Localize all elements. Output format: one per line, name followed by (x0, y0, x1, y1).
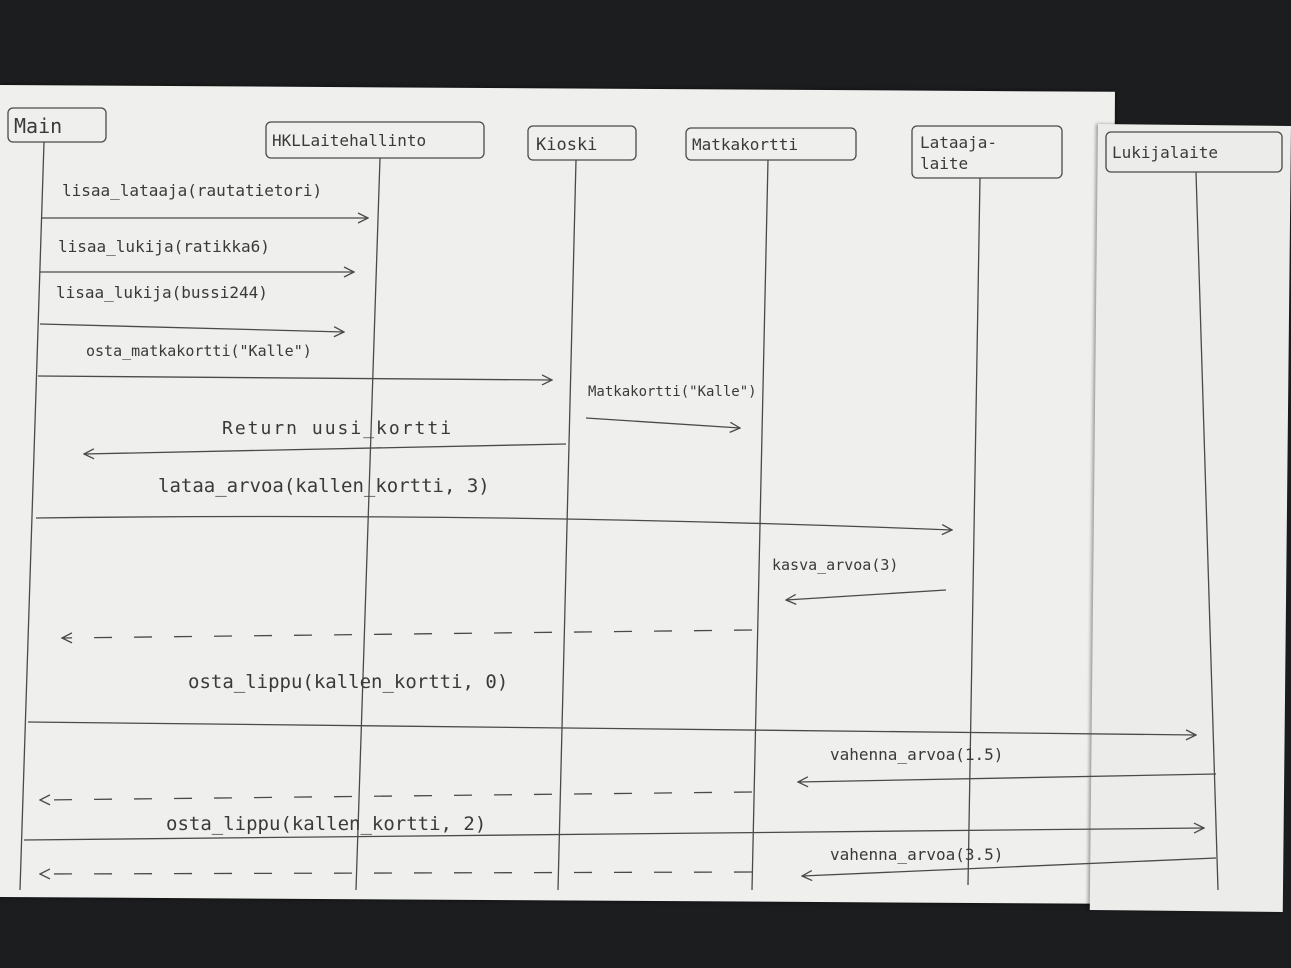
message-arrow (802, 857, 1217, 876)
lifelines (19, 141, 1219, 891)
participant-main: Main (7, 107, 107, 143)
message-label: lisaa_lukija(bussi244) (56, 283, 268, 302)
message-label: vahenna_arvoa(1.5) (830, 745, 1003, 764)
message-label: Matkakortti("Kalle") (588, 384, 757, 400)
lifeline-lataajalaite (967, 177, 981, 886)
message-label: lisaa_lataaja(rautatietori) (62, 181, 322, 200)
message-arrow (786, 589, 947, 600)
message-arrow (585, 417, 740, 428)
participant-label: HKLLaitehallinto (272, 131, 426, 150)
message-arrow (35, 515, 952, 531)
message-label: vahenna_arvoa(3.5) (830, 845, 1003, 864)
message-label: lisaa_lukija(ratikka6) (58, 237, 270, 256)
participant-label: Lataaja- laite (920, 133, 1007, 173)
participant-label: Main (14, 114, 62, 138)
participant-label: Matkakortti (692, 135, 798, 154)
return-arrow (84, 443, 567, 454)
message-arrow (23, 828, 1204, 841)
participant-kioski: Kioski (527, 125, 637, 161)
message-arrow (39, 323, 344, 332)
return-arrow-dashed (40, 791, 753, 800)
participant-label: Kioski (536, 135, 597, 155)
message-arrow (27, 721, 1196, 735)
lifeline-hkllaitehallinto (355, 157, 381, 891)
lifeline-matkakortti (751, 159, 769, 891)
lifeline-kioski (557, 159, 577, 891)
lifeline-lukijalaite (1195, 171, 1219, 891)
message-label: osta_lippu(kallen_kortti, 2) (166, 813, 486, 835)
message-arrow (37, 376, 552, 380)
message-label: Return uusi_kortti (222, 418, 453, 439)
return-arrow-dashed (62, 629, 753, 638)
message-arrow (798, 773, 1217, 782)
message-label: osta_lippu(kallen_kortti, 0) (188, 671, 508, 693)
participant-lukijalaite: Lukijalaite (1105, 131, 1283, 173)
participant-label: Lukijalaite (1112, 143, 1218, 162)
message-label: osta_matkakortti("Kalle") (86, 342, 312, 360)
message-label: kasva_arvoa(3) (772, 556, 898, 574)
participant-hkllaitehallinto: HKLLaitehallinto (265, 121, 485, 159)
participant-matkakortti: Matkakortti (685, 127, 857, 161)
messages: lisaa_lataaja(rautatietori) lisaa_lukija… (23, 181, 1217, 876)
participant-lataajalaite: Lataaja- laite (911, 125, 1063, 179)
lifeline-main (19, 141, 45, 891)
return-arrow-dashed (40, 872, 753, 874)
message-label: lataa_arvoa(kallen_kortti, 3) (158, 475, 490, 497)
